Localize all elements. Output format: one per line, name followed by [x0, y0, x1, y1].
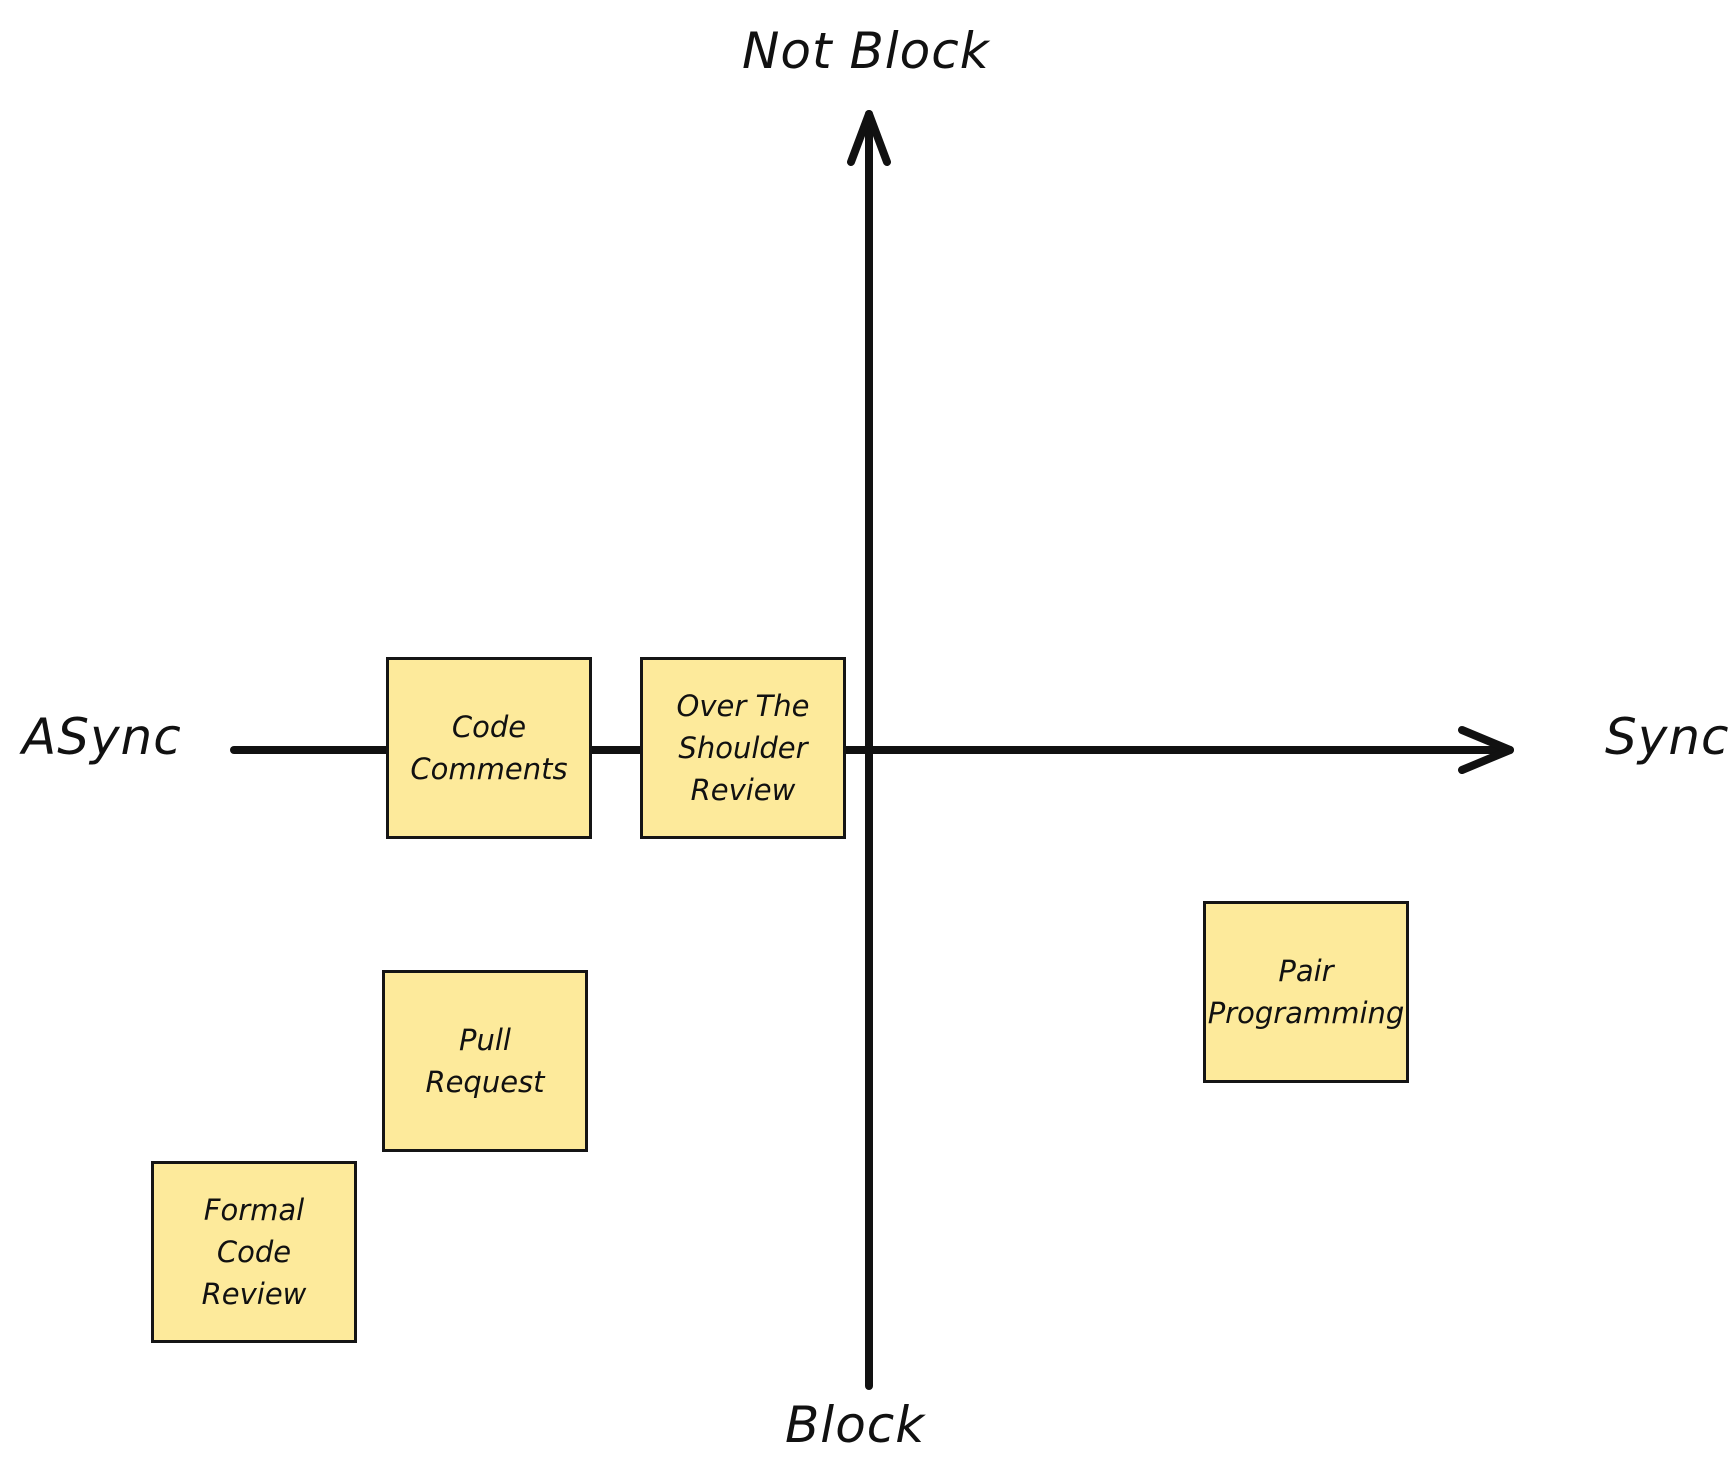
sticky-note-pair-programming: Pair Programming: [1203, 901, 1409, 1083]
horizontal-axis-arrowhead: [1458, 726, 1514, 774]
axis-label-block: Block: [785, 1396, 926, 1454]
axis-label-sync: Sync: [1605, 708, 1730, 766]
note-label: Over The Shoulder Review: [676, 689, 810, 807]
vertical-axis-arrowhead: [847, 110, 891, 166]
sticky-note-over-the-shoulder-review: Over The Shoulder Review: [640, 657, 846, 839]
sticky-note-pull-request: Pull Request: [382, 970, 588, 1152]
note-label: Formal Code Review: [201, 1193, 307, 1311]
sticky-note-code-comments: Code Comments: [386, 657, 592, 839]
note-label: Code Comments: [410, 710, 568, 786]
axis-label-not-block: Not Block: [742, 22, 990, 80]
axis-label-async: ASync: [22, 708, 182, 766]
sticky-note-formal-code-review: Formal Code Review: [151, 1161, 357, 1343]
note-label: Pull Request: [425, 1023, 545, 1099]
note-label: Pair Programming: [1207, 954, 1405, 1030]
